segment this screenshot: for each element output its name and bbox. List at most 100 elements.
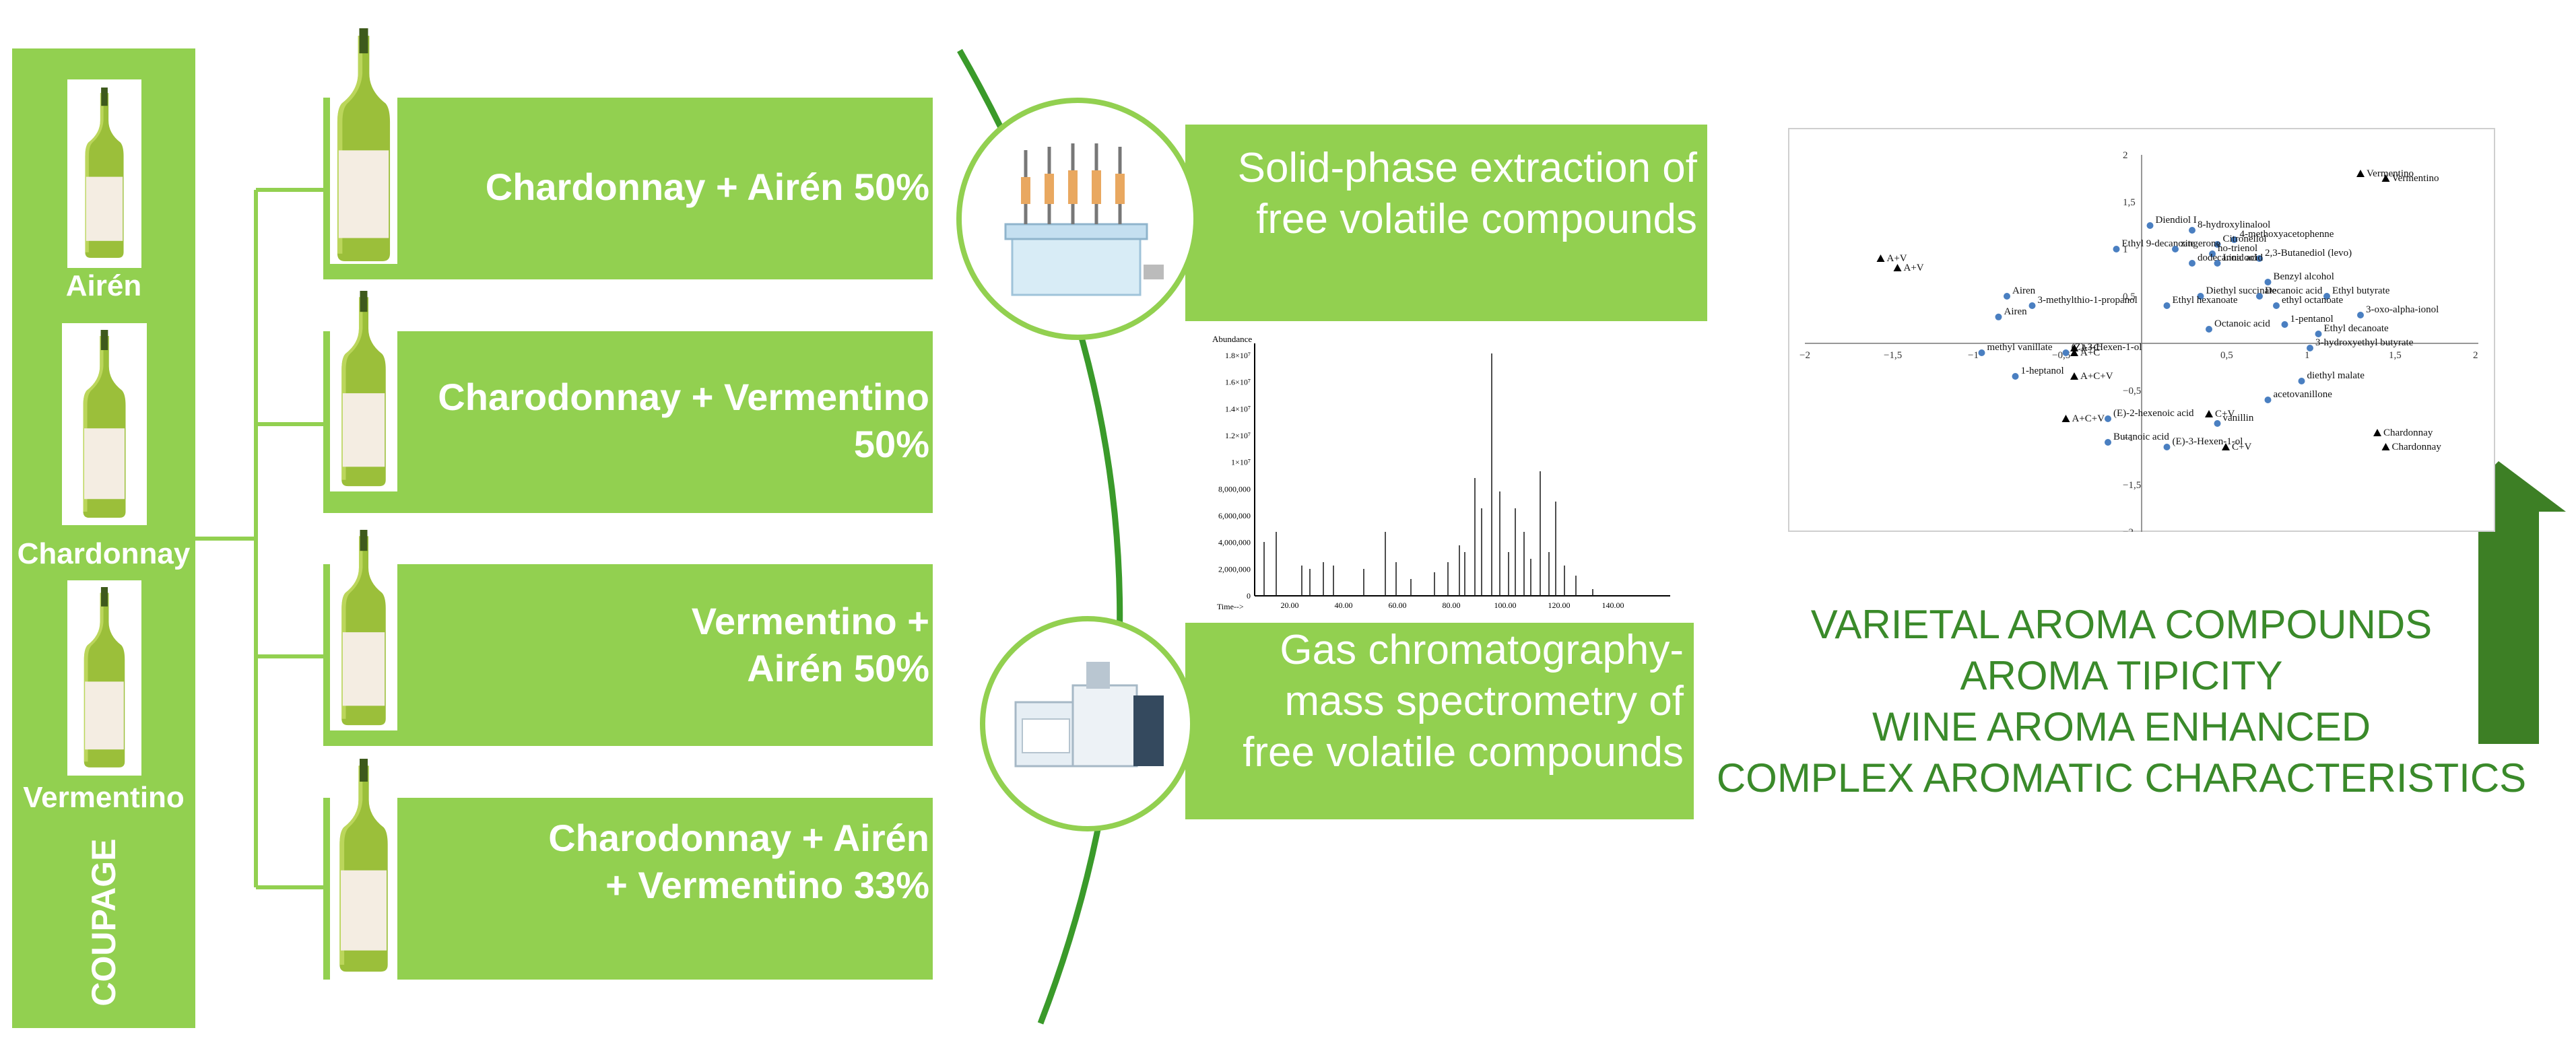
pca-variable-point — [2281, 321, 2288, 328]
chromatogram-xlabel: Time--> — [1217, 602, 1244, 611]
blend-label-1: Chardonnay + Airén 50% — [485, 166, 929, 208]
pca-variable-label: (E)-2-hexenoic acid — [2113, 408, 2194, 419]
blend-box-1 — [323, 98, 933, 279]
pca-variable-label: Decanoic acid — [2265, 285, 2323, 296]
pca-variable-point — [2197, 293, 2204, 300]
pca-variable-label: Ethyl hexanoate — [2173, 295, 2238, 306]
pca-sample-label: C+V — [2232, 442, 2251, 452]
pca-xtick: −2 — [1799, 350, 1810, 361]
pca-variable-label: Diendiol I — [2156, 215, 2197, 226]
pca-ytick: −0,5 — [2123, 386, 2141, 397]
pca-variable-label: (Z)-3-Hexen-1-ol — [2072, 342, 2142, 353]
pca-variable-label: 1-heptanol — [2021, 366, 2064, 376]
pca-variable-point — [2028, 302, 2036, 309]
chromatogram-ytick: 2,000,000 — [1218, 564, 1251, 574]
pca-variable-point — [1978, 349, 1985, 356]
pca-ytick: −1 — [2123, 433, 2134, 444]
increase-arrow-icon — [2448, 461, 2566, 744]
pca-variable-label: Citronellol — [2223, 234, 2267, 244]
chromatogram-ytick: 0 — [1247, 591, 1251, 601]
pca-sample-label: Vermentino — [2392, 173, 2439, 184]
blend-box-4 — [323, 798, 933, 980]
pca-variable-label: 8-hydroxylinalool — [2198, 219, 2270, 230]
bracket-connector — [195, 188, 323, 889]
pca-variable-point — [2004, 293, 2010, 300]
pca-sample-label: A+C+V — [2072, 413, 2105, 424]
blend-label-3: Vermentino + Airén 50% — [691, 600, 929, 689]
pca-sample-point — [2070, 372, 2078, 380]
variety-label-vermentino: Vermentino — [23, 781, 185, 814]
pca-variable-point — [2105, 439, 2111, 446]
pca-sample-label: C+V — [2215, 409, 2235, 419]
chromatogram-xtick: 120.00 — [1548, 601, 1571, 610]
pca-sample-point — [2222, 443, 2230, 450]
pca-variable-label: 3-hydroxyethyl butyrate — [2315, 337, 2414, 348]
pca-variable-label: Benzyl alcohol — [2274, 271, 2334, 282]
pca-sample-point — [2381, 174, 2390, 182]
pca-sample-point — [2205, 410, 2213, 417]
pca-variable-label: Airen — [2004, 306, 2028, 317]
conclusion-line-4: COMPLEX AROMATIC CHARACTERISTICS — [1716, 755, 2527, 800]
pca-ytick: 0,5 — [2123, 292, 2136, 302]
chromatogram-ytick: 1.6×10⁷ — [1225, 378, 1251, 387]
chromatogram-xtick: 40.00 — [1335, 601, 1353, 610]
chromatogram-xtick: 100.00 — [1494, 601, 1517, 610]
pca-variable-label: vanillin — [2223, 413, 2254, 423]
pca-xtick: 1,5 — [2389, 350, 2402, 361]
pca-sample-label: A+V — [1887, 253, 1907, 264]
pca-variable-point — [2206, 326, 2212, 333]
pca-ytick: −2 — [2123, 527, 2134, 532]
pca-variable-point — [2012, 373, 2019, 380]
pca-variable-label: zingerone — [2181, 238, 2220, 249]
pca-sample-label: A+C — [2080, 343, 2100, 353]
pca-variable-label: Ethyl butyrate — [2332, 285, 2390, 296]
pca-variable-label: diethyl malate — [2307, 370, 2365, 381]
chromatogram-xtick: 60.00 — [1389, 601, 1407, 610]
chromatogram-ytick: 6,000,000 — [1218, 511, 1251, 520]
gcms-instrument-icon — [1014, 662, 1164, 768]
chromatogram-xtick: 140.00 — [1602, 601, 1624, 610]
pca-variable-point — [2209, 250, 2216, 257]
conclusion-line-2: AROMA TIPICITY — [1960, 653, 2283, 698]
pca-variable-point — [2307, 345, 2313, 351]
chromatogram-xtick: 80.00 — [1443, 601, 1461, 610]
pca-sample-point — [2373, 429, 2381, 436]
pca-variable-label: 3-oxo-alpha-ionol — [2366, 304, 2439, 315]
pca-variable-point — [2315, 331, 2322, 337]
pca-variable-point — [2105, 415, 2111, 422]
pca-variable-point — [2146, 222, 2154, 229]
chromatogram-ytick: 8,000,000 — [1218, 484, 1251, 493]
pca-variable-point — [2264, 397, 2272, 403]
pca-variable-point — [2323, 293, 2330, 300]
pca-ytick: −1,5 — [2123, 480, 2141, 491]
pca-variable-label: Butanoic acid — [2113, 432, 2169, 442]
chromatogram-xtick: 20.00 — [1281, 601, 1299, 610]
pca-xtick: 1 — [2305, 350, 2310, 361]
pca-ytick: 1 — [2123, 244, 2128, 255]
pca-variable-point — [2214, 241, 2221, 248]
pca-variable-point — [2256, 293, 2263, 300]
spe-apparatus-circle — [956, 98, 1199, 340]
pca-variable-label: Ethyl decanoate — [2324, 323, 2389, 334]
pca-variable-label: ethyl octanoate — [2282, 295, 2344, 306]
pca-variable-label: acetovanillone — [2274, 389, 2333, 400]
pca-sample-point — [2061, 415, 2070, 422]
technique-box-spe — [1185, 125, 1707, 321]
pca-xtick: 2 — [2473, 350, 2478, 361]
pca-variable-point — [2113, 246, 2120, 252]
blend-box-2 — [323, 331, 933, 513]
pca-variable-point — [2214, 260, 2221, 267]
chromatogram-peaks — [1263, 353, 1593, 596]
pca-variable-point — [2264, 279, 2272, 285]
pca-variable-point — [2256, 255, 2263, 262]
pca-sample-point — [2070, 349, 2078, 356]
chromatogram-ytick: 4,000,000 — [1218, 538, 1251, 547]
pca-xtick: 0,5 — [2220, 350, 2233, 361]
pca-variable-point — [2231, 236, 2238, 243]
pca-variable-label: 4-methoxyacetophenne — [2240, 229, 2334, 240]
pca-variable-point — [2062, 349, 2070, 356]
chromatogram-ytick: 1.2×10⁷ — [1225, 431, 1251, 440]
pca-variable-point — [1995, 313, 2002, 320]
pca-variable-point — [2273, 302, 2280, 309]
